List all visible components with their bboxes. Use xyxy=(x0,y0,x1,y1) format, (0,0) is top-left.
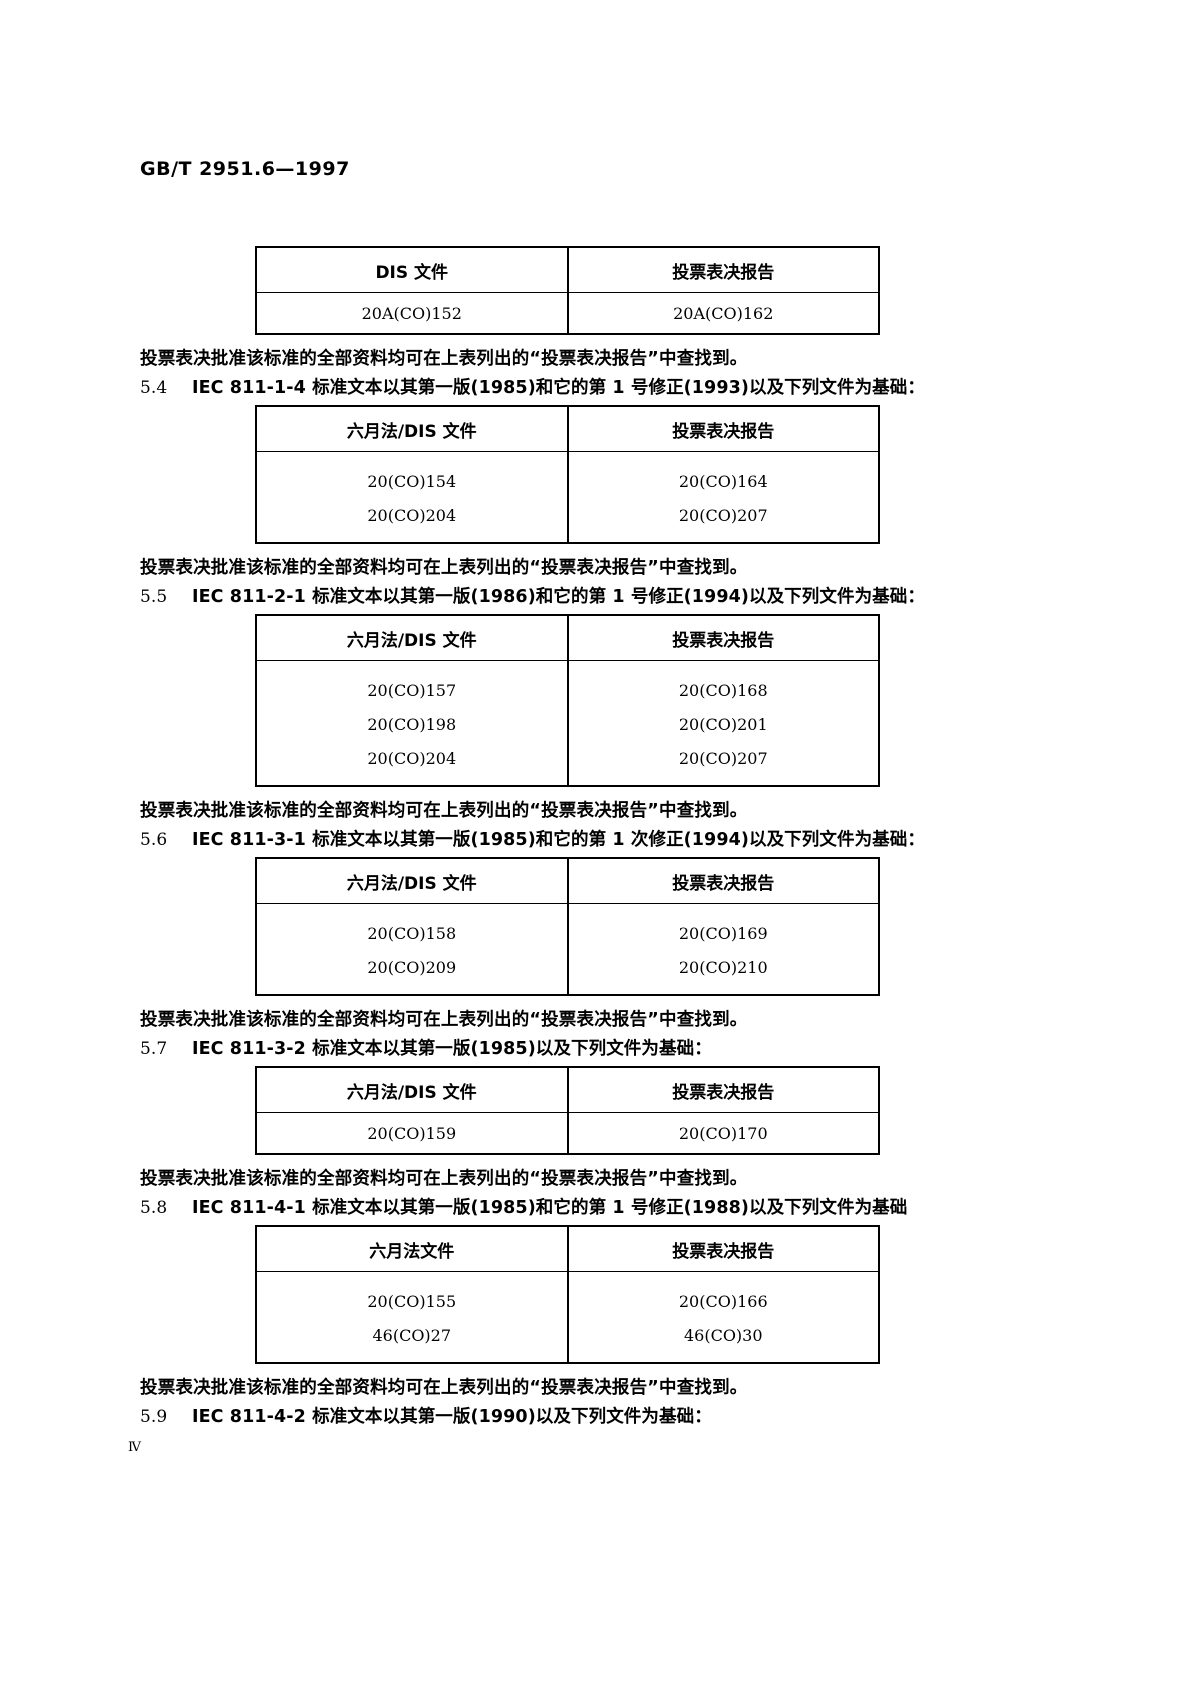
table-column-header: 投票表决报告 xyxy=(566,1225,880,1272)
clause-text: IEC 811-4-1 标准文本以其第一版(1985)和它的第 1 号修正(19… xyxy=(192,1198,908,1218)
clause-paragraph: 5.8 IEC 811-4-1 标准文本以其第一版(1985)和它的第 1 号修正… xyxy=(140,1194,1040,1219)
table-header-row: 六月法文件投票表决报告 xyxy=(255,1225,880,1272)
table-cell: 20(CO)155 xyxy=(255,1271,569,1318)
table-cell: 20(CO)168 xyxy=(566,660,880,707)
table-cell: 20(CO)166 xyxy=(566,1271,880,1318)
table-column-header: 投票表决报告 xyxy=(566,1066,880,1113)
table-cell: 20(CO)157 xyxy=(255,660,569,707)
table-column-header: 六月法文件 xyxy=(255,1225,569,1272)
table-header-row: 六月法/DIS 文件投票表决报告 xyxy=(255,1066,880,1113)
clause-text: IEC 811-1-4 标准文本以其第一版(1985)和它的第 1 号修正(19… xyxy=(192,378,925,398)
table-column-header: 六月法/DIS 文件 xyxy=(255,405,569,452)
table-column-header: 投票表决报告 xyxy=(566,614,880,661)
table-note-paragraph: 投票表决批准该标准的全部资料均可在上表列出的“投票表决报告”中查找到。 xyxy=(140,558,748,578)
table-cell: 20(CO)164 xyxy=(566,451,880,498)
table-cell: 20(CO)159 xyxy=(255,1112,569,1155)
table-header-row: 六月法/DIS 文件投票表决报告 xyxy=(255,857,880,904)
clause-number: 5.8 xyxy=(140,1198,168,1218)
table-header-row: 六月法/DIS 文件投票表决报告 xyxy=(255,405,880,452)
table-cell: 20(CO)204 xyxy=(255,498,569,544)
page-number-footer: Ⅳ xyxy=(128,1440,141,1455)
table-note-paragraph: 投票表决批准该标准的全部资料均可在上表列出的“投票表决报告”中查找到。 xyxy=(140,1010,748,1030)
table-cell: 20(CO)201 xyxy=(566,707,880,741)
clause-text: IEC 811-2-1 标准文本以其第一版(1986)和它的第 1 号修正(19… xyxy=(192,587,925,607)
table-header-row: DIS 文件投票表决报告 xyxy=(255,246,880,293)
clause-paragraph: 5.9 IEC 811-4-2 标准文本以其第一版(1990)以及下列文件为基础： xyxy=(140,1403,1040,1428)
table-note-paragraph: 投票表决批准该标准的全部资料均可在上表列出的“投票表决报告”中查找到。 xyxy=(140,1378,748,1398)
table-cell: 20(CO)207 xyxy=(566,498,880,544)
clause-text: IEC 811-3-1 标准文本以其第一版(1985)和它的第 1 次修正(19… xyxy=(192,830,925,850)
clause-number: 5.7 xyxy=(140,1039,168,1059)
table-cell: 20A(CO)162 xyxy=(566,292,880,335)
table-column-header: 投票表决报告 xyxy=(566,405,880,452)
page-header-standard-number: GB/T 2951.6—1997 xyxy=(140,158,350,180)
table-column-header: 投票表决报告 xyxy=(566,857,880,904)
clause-number: 5.9 xyxy=(140,1407,168,1427)
table-cell: 20(CO)210 xyxy=(566,950,880,996)
clause-paragraph: 5.7 IEC 811-3-2 标准文本以其第一版(1985)以及下列文件为基础： xyxy=(140,1035,1040,1060)
table-cell: 20(CO)198 xyxy=(255,707,569,741)
clause-number: 5.5 xyxy=(140,587,168,607)
table-cell: 20(CO)154 xyxy=(255,451,569,498)
table-cell: 20(CO)204 xyxy=(255,741,569,787)
clause-number: 5.6 xyxy=(140,830,168,850)
clause-text: IEC 811-3-2 标准文本以其第一版(1985)以及下列文件为基础： xyxy=(192,1039,712,1059)
clause-number: 5.4 xyxy=(140,378,168,398)
table-column-header: 投票表决报告 xyxy=(566,246,880,293)
table-column-header: 六月法/DIS 文件 xyxy=(255,614,569,661)
table-column-header: 六月法/DIS 文件 xyxy=(255,1066,569,1113)
table-cell: 46(CO)27 xyxy=(255,1318,569,1364)
table-cell: 20(CO)158 xyxy=(255,903,569,950)
table-note-paragraph: 投票表决批准该标准的全部资料均可在上表列出的“投票表决报告”中查找到。 xyxy=(140,1169,748,1189)
table-note-paragraph: 投票表决批准该标准的全部资料均可在上表列出的“投票表决报告”中查找到。 xyxy=(140,349,748,369)
clause-paragraph: 5.5 IEC 811-2-1 标准文本以其第一版(1986)和它的第 1 号修正… xyxy=(140,583,1040,608)
table-column-header: 六月法/DIS 文件 xyxy=(255,857,569,904)
table-cell: 20(CO)207 xyxy=(566,741,880,787)
table-note-paragraph: 投票表决批准该标准的全部资料均可在上表列出的“投票表决报告”中查找到。 xyxy=(140,801,748,821)
clause-paragraph: 5.4 IEC 811-1-4 标准文本以其第一版(1985)和它的第 1 号修正… xyxy=(140,374,1040,399)
table-column-header: DIS 文件 xyxy=(255,246,569,293)
table-cell: 20A(CO)152 xyxy=(255,292,569,335)
table-cell: 20(CO)209 xyxy=(255,950,569,996)
clause-paragraph: 5.6 IEC 811-3-1 标准文本以其第一版(1985)和它的第 1 次修正… xyxy=(140,826,1040,851)
table-cell: 20(CO)169 xyxy=(566,903,880,950)
clause-text: IEC 811-4-2 标准文本以其第一版(1990)以及下列文件为基础： xyxy=(192,1407,712,1427)
table-header-row: 六月法/DIS 文件投票表决报告 xyxy=(255,614,880,661)
table-cell: 20(CO)170 xyxy=(566,1112,880,1155)
table-cell: 46(CO)30 xyxy=(566,1318,880,1364)
